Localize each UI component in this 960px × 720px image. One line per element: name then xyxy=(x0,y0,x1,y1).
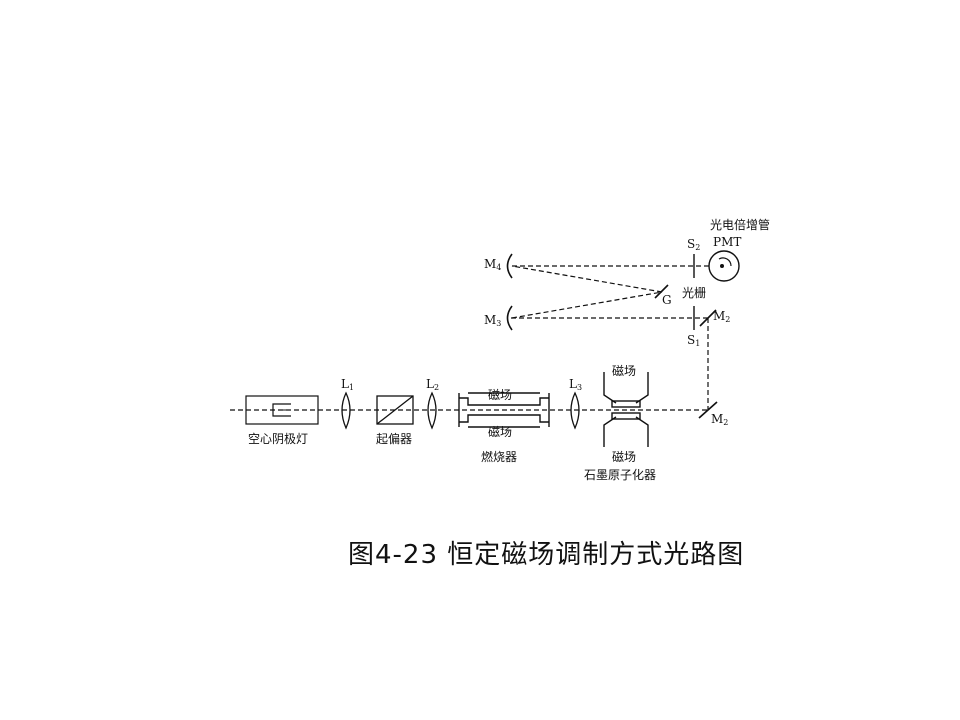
label-polarizer: 起偏器 xyxy=(376,431,412,446)
label-pmt-cn: 光电倍增管 xyxy=(710,217,770,232)
label-grating: 光栅 xyxy=(682,285,706,300)
label-s2: S2 xyxy=(687,237,700,252)
lamp-cathode xyxy=(272,403,291,417)
label-furnace-field-bottom: 磁场 xyxy=(612,449,636,464)
mirror-m2-top xyxy=(699,309,717,327)
polarizer xyxy=(376,395,414,425)
lens-l3 xyxy=(570,391,580,430)
label-m4: M4 xyxy=(484,257,501,272)
mirror-m4 xyxy=(506,253,513,279)
label-s1: S1 xyxy=(687,333,700,348)
label-m3: M3 xyxy=(484,313,501,328)
label-l2: L2 xyxy=(426,377,439,392)
label-burner: 燃烧器 xyxy=(481,449,517,464)
label-burner-field-bottom: 磁场 xyxy=(488,424,512,439)
lens-l2 xyxy=(427,391,437,430)
lens-l1 xyxy=(341,391,351,430)
figure-caption: 图4-23 恒定磁场调制方式光路图 xyxy=(348,540,745,570)
label-l1: L1 xyxy=(341,377,354,392)
label-m2-bottom: M2 xyxy=(711,412,728,427)
path-g-m4 xyxy=(511,265,663,293)
label-furnace: 石墨原子化器 xyxy=(584,468,656,482)
label-l3: L3 xyxy=(569,377,582,392)
mirror-m3 xyxy=(506,305,513,331)
label-burner-field-top: 磁场 xyxy=(488,387,512,402)
mirror-m2-bottom xyxy=(698,401,718,419)
hollow-cathode-lamp xyxy=(245,395,319,425)
burner xyxy=(458,392,550,428)
path-m3-g xyxy=(511,291,663,319)
grating-g xyxy=(654,284,669,299)
label-furnace-field-top: 磁场 xyxy=(612,363,636,378)
label-g: G xyxy=(662,293,672,307)
label-lamp: 空心阴极灯 xyxy=(248,432,308,446)
pmt-detector xyxy=(708,250,740,282)
label-m2-top: M2 xyxy=(713,309,730,324)
graphite-furnace xyxy=(603,372,649,447)
label-pmt: PMT xyxy=(713,235,741,249)
